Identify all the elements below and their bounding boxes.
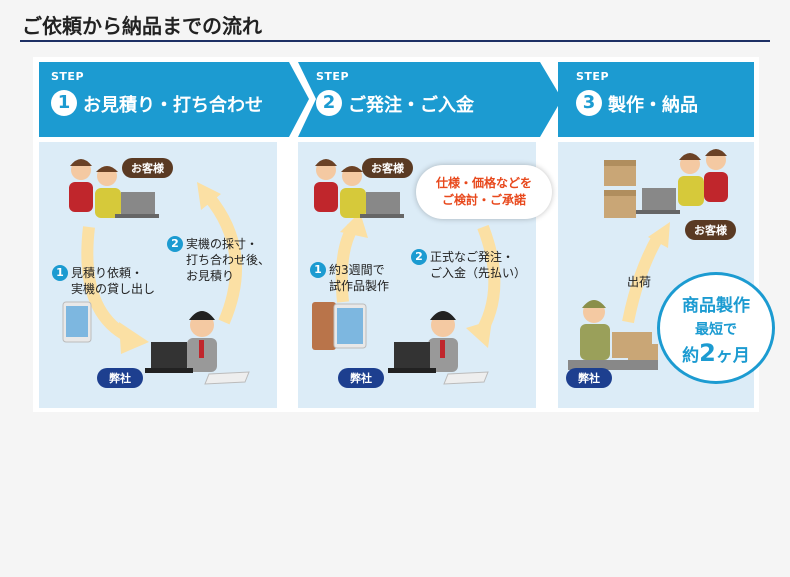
- badge-text: 約: [682, 346, 699, 366]
- shipping-label: 出荷: [627, 273, 651, 290]
- note-line: お見積り: [186, 269, 234, 283]
- customer-people-icon: [636, 149, 728, 214]
- badge-line-2: 最短で: [660, 319, 772, 339]
- step-2-number: 2: [316, 90, 342, 116]
- note-number: 1: [310, 262, 326, 278]
- note-number: 1: [52, 265, 68, 281]
- step-1-title: お見積り・打ち合わせ: [83, 91, 263, 117]
- step-2-label: STEP: [316, 70, 349, 83]
- speech-line: 仕様・価格などを: [436, 176, 532, 190]
- box-stack-icon: [604, 160, 636, 218]
- note-line: ご入金（先払い）: [430, 266, 526, 280]
- title-underline: [20, 40, 770, 42]
- step-3-title: 製作・納品: [608, 91, 698, 117]
- tablet-case-icon: [312, 302, 366, 350]
- badge-number: 2: [699, 339, 716, 367]
- badge-text: ヶ月: [716, 346, 750, 366]
- step-2-header: STEP 2 ご発注・ご入金: [298, 62, 568, 137]
- note-line: 見積り依頼・: [71, 266, 143, 280]
- company-badge: 弊社: [97, 368, 143, 388]
- production-time-badge: 商品製作 最短で 約2ヶ月: [657, 272, 775, 384]
- step-2-title: ご発注・ご入金: [348, 91, 474, 117]
- note-line: 約3週間で: [329, 263, 385, 277]
- tablet-icon: [63, 302, 91, 342]
- note-line: 正式なご発注・: [430, 250, 514, 264]
- step-3-label: STEP: [576, 70, 609, 83]
- note-line: 実機の採寸・: [186, 237, 258, 251]
- customer-badge: お客様: [122, 158, 173, 178]
- note-line: 実機の貸し出し: [71, 282, 155, 296]
- worker-packing-icon: [568, 300, 658, 370]
- staff-person-icon: [388, 311, 488, 384]
- staff-person-icon: [145, 311, 249, 384]
- step-3-number: 3: [576, 90, 602, 116]
- company-badge: 弊社: [338, 368, 384, 388]
- speech-line: ご検討・ご承諾: [442, 193, 526, 207]
- speech-bubble: 仕様・価格などを ご検討・ご承諾: [416, 165, 552, 219]
- note-number: 2: [411, 249, 427, 265]
- page-title: ご依頼から納品までの流れ: [22, 10, 262, 39]
- step-1-number: 1: [51, 90, 77, 116]
- step-3-header: STEP 3 製作・納品: [558, 62, 754, 137]
- customer-badge: お客様: [362, 158, 413, 178]
- step-1-label: STEP: [51, 70, 84, 83]
- customer-badge: お客様: [685, 220, 736, 240]
- badge-line-1: 商品製作: [660, 291, 772, 316]
- note-number: 2: [167, 236, 183, 252]
- note-line: 試作品製作: [329, 279, 389, 293]
- step-1-header: STEP 1 お見積り・打ち合わせ: [39, 62, 309, 137]
- note-line: 打ち合わせ後、: [186, 253, 270, 267]
- company-badge: 弊社: [566, 368, 612, 388]
- badge-line-3: 約2ヶ月: [660, 339, 772, 367]
